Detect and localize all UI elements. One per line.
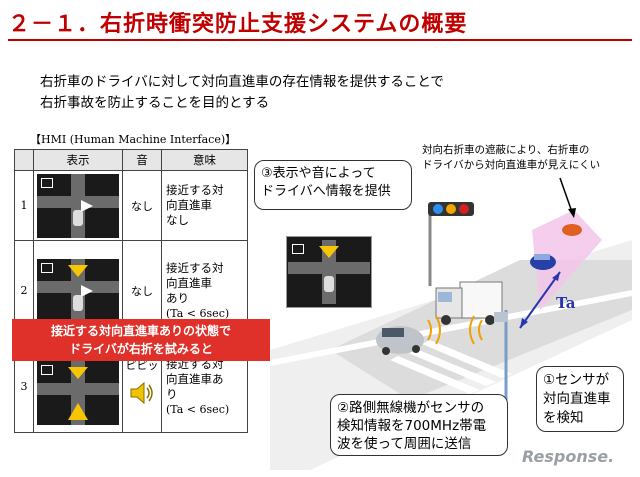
hmi-screen-vehicle-approaching [37, 258, 119, 323]
right-turn-arrow-icon [81, 284, 93, 297]
oncoming-car-icon [530, 254, 556, 270]
approaching-vehicle-chevron-icon [319, 246, 339, 258]
display-cell [33, 170, 123, 241]
callout-line: を検知 [543, 410, 584, 426]
distance-arrow-icon [552, 272, 560, 281]
hmi-screen-warning [37, 360, 119, 425]
right-turn-arrow-icon [81, 199, 93, 212]
display-mode-icon [292, 244, 304, 254]
meaning-line: あり [166, 290, 189, 305]
trigger-condition-callout: 接近する対向直進車ありの状態で ドライバが右折を試みると [12, 319, 270, 361]
display-mode-icon [41, 262, 53, 273]
hmi-screen-example [288, 240, 370, 304]
speaker-icon [130, 381, 153, 405]
traffic-light-icon [428, 202, 474, 286]
meaning-line: り [166, 387, 178, 401]
radio-callout: ②路側無線機がセンサの 検知情報を700MHz帯電 波を使って周囲に送信 [330, 394, 508, 456]
occlusion-note: 対向右折車の遮蔽により、右折車の ドライバから対向直進車が見えにくい [422, 143, 600, 173]
meaning-line: 接近する対 [166, 260, 224, 275]
title-underline [8, 39, 632, 41]
response-watermark: Response. [522, 447, 615, 466]
page-title: ２－１．右折時衝突防止支援システムの概要 [8, 12, 468, 37]
callout-line: ドライバが右折を試みると [69, 342, 213, 356]
roadside-unit-icon [494, 312, 508, 322]
header-display: 表示 [33, 149, 123, 171]
meaning-line: 向直進車 [166, 198, 212, 212]
header-sound: 音 [122, 149, 162, 171]
hmi-caption: 【HMI (Human Machine Interface)】 [30, 133, 237, 146]
callout-line: ドライバへ情報を提供 [261, 184, 391, 199]
intro-line-1: 右折車のドライバに対して対向直進車の存在情報を提供することで [40, 74, 444, 90]
sound-label: ピピッ [125, 359, 159, 372]
warning-triangle-icon [68, 402, 88, 420]
own-car-icon [324, 276, 334, 292]
crosswalk [390, 340, 512, 394]
note-pointer-arrow-icon [559, 177, 576, 218]
header-num-cell [14, 149, 34, 171]
callout-line: 接近する対向直進車ありの状態で [50, 324, 231, 338]
meaning-line: 向直進車あ [166, 372, 224, 386]
row-number: 1 [14, 170, 34, 241]
display-info-callout: ③表示や音によって ドライバへ情報を提供 [254, 160, 412, 210]
sensor-callout: ①センサが 対向直進車 を検知 [536, 366, 624, 432]
far-car-icon [562, 224, 582, 236]
right-turn-car-icon [376, 326, 424, 355]
hmi-row: 1 なし 接近する対 向直進車 なし [14, 170, 248, 241]
callout-line: ①センサが [543, 372, 610, 388]
display-mode-icon [41, 364, 53, 375]
callout-line: 波を使って周囲に送信 [337, 436, 472, 452]
meaning-line: なし [166, 213, 189, 227]
ta-label: Ta [556, 294, 576, 312]
callout-line: 対向直進車 [543, 391, 611, 407]
callout-line: ②路側無線機がセンサの [337, 400, 485, 416]
callout-line: ③表示や音によって [261, 166, 376, 181]
meaning-line: (Ta < 6sec) [166, 306, 230, 320]
hmi-table: 表示 音 意味 1 なし 接近する対 向直進車 なし 2 [14, 149, 248, 433]
meaning-cell: 接近する対 向直進車 なし [161, 170, 248, 241]
meaning-line: 向直進車 [166, 275, 212, 290]
own-car-icon [73, 209, 83, 226]
own-car-icon [73, 294, 83, 311]
header-meaning: 意味 [161, 149, 248, 171]
intro-line-2: 右折事故を防止することを目的とする [40, 95, 270, 111]
callout-line: 検知情報を700MHz帯電 [337, 418, 487, 434]
approaching-vehicle-chevron-icon [68, 366, 88, 379]
meaning-line: (Ta < 6sec) [166, 403, 230, 416]
radio-waves [427, 315, 483, 345]
hmi-screen-no-vehicle [37, 173, 119, 238]
hmi-display-example [286, 236, 372, 308]
display-mode-icon [41, 177, 53, 188]
sound-cell: なし [122, 170, 162, 241]
meaning-line: 接近する対 [166, 183, 224, 197]
note-line: ドライバから対向直進車が見えにくい [422, 159, 601, 171]
approaching-vehicle-chevron-icon [68, 264, 88, 277]
hmi-header-row: 表示 音 意味 [14, 149, 248, 171]
note-line: 対向右折車の遮蔽により、右折車の [422, 144, 590, 156]
